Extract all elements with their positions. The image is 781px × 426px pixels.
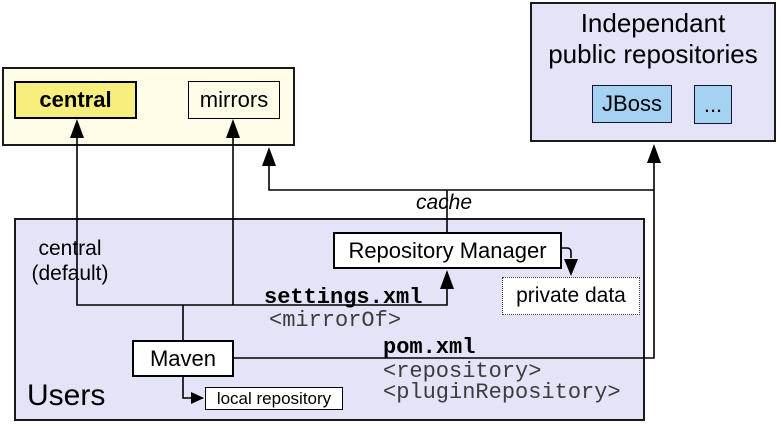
mirrors-repository-node: mirrors — [188, 81, 280, 119]
users-group-title: Users — [27, 379, 106, 412]
independent-group-title-line2: public repositories — [548, 39, 758, 69]
independent-group-title: Independant public repositories — [530, 8, 776, 70]
central-repository-node: central — [14, 81, 137, 119]
arrowhead-into-independent-group — [647, 144, 661, 163]
settings-xml-label: settings.xml — [264, 285, 423, 310]
plugin-repository-tag-label: <pluginRepository> — [383, 380, 621, 405]
maven-node: Maven — [132, 340, 234, 377]
jboss-repository-node: JBoss — [592, 85, 672, 123]
pom-xml-label: pom.xml — [383, 335, 476, 360]
central-default-label: central (default) — [20, 236, 120, 286]
other-repositories-node: ... — [694, 85, 732, 124]
independent-group-title-line1: Independant — [580, 8, 726, 38]
cache-line — [268, 150, 654, 191]
central-default-label-line1: central — [38, 237, 102, 260]
private-data-node: private data — [502, 277, 640, 315]
local-repository-node: local repository — [205, 387, 343, 410]
central-default-label-line2: (default) — [31, 262, 109, 285]
repository-manager-node: Repository Manager — [333, 232, 562, 269]
cache-edge-label: cache — [416, 191, 473, 214]
repository-tag-label: <repository> — [383, 359, 542, 384]
arrowhead-into-official-group — [262, 147, 276, 166]
mirror-of-tag-label: <mirrorOf> — [269, 308, 402, 333]
